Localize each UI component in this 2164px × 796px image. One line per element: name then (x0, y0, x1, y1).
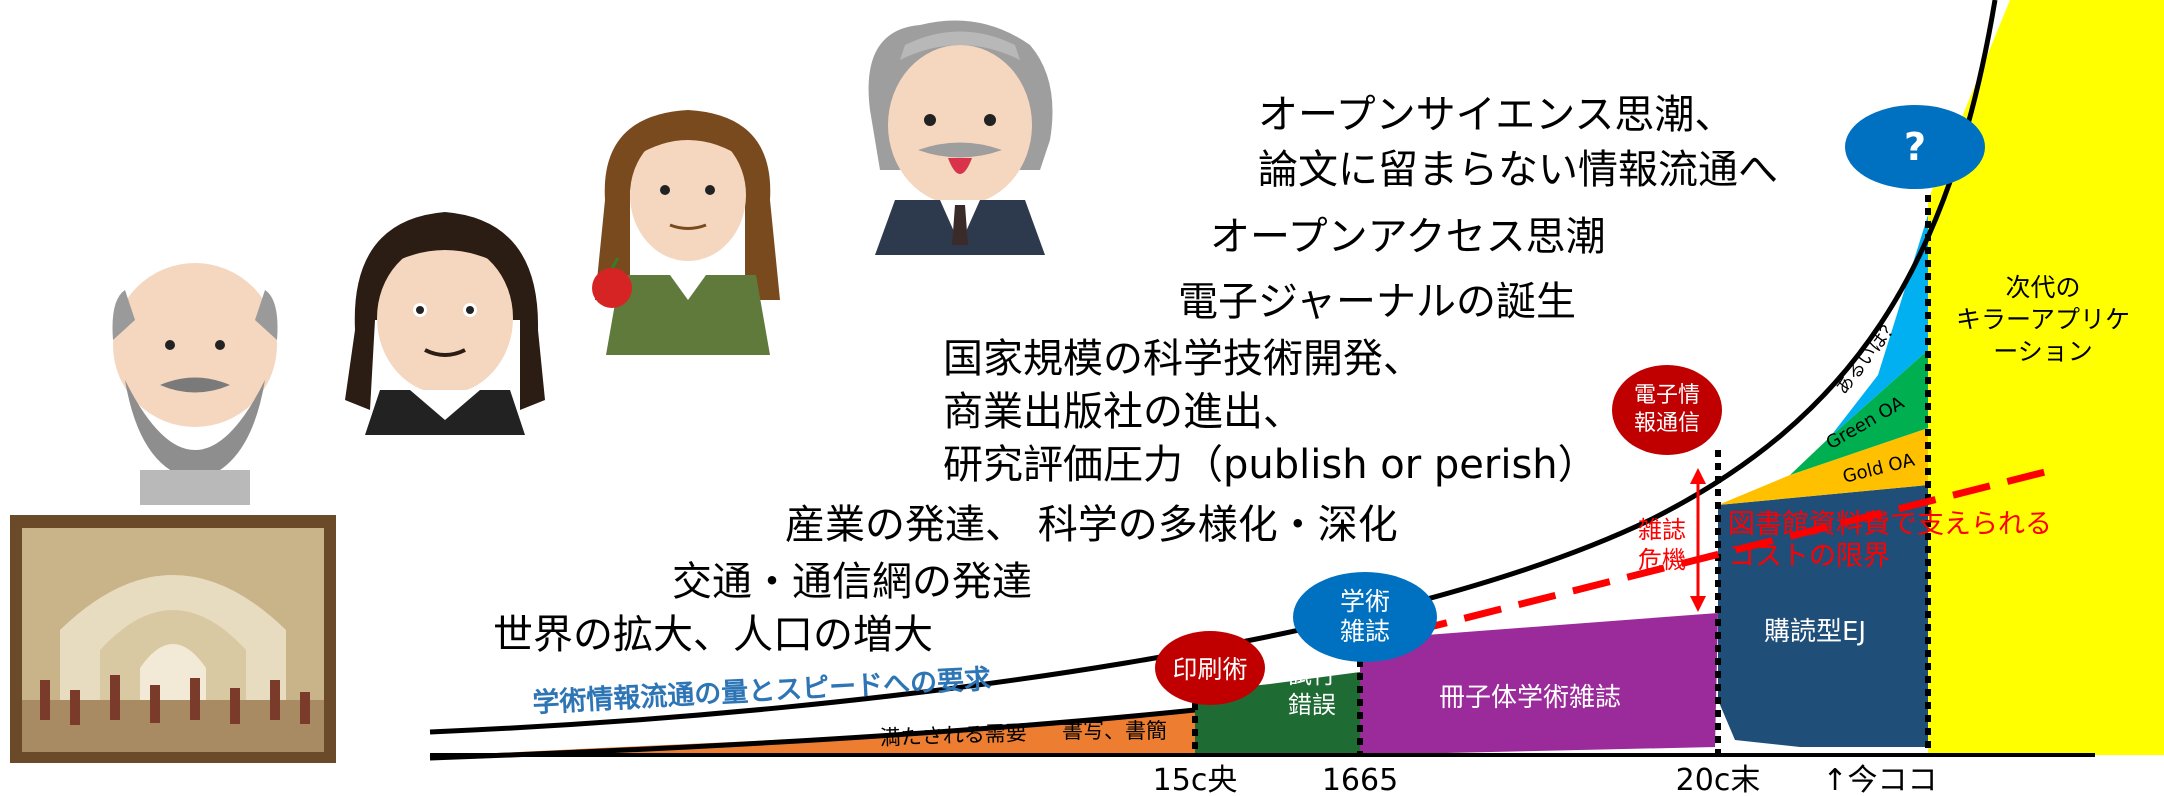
era-sasshi-label: 冊子体学術雑誌 (1439, 683, 1621, 713)
milestone-gakujutsu-label-1: 学術 (1340, 587, 1390, 616)
milestone-question-oval (1845, 105, 1985, 189)
milestone-gakujutsu-oval (1293, 572, 1437, 662)
axis-tick-20c: 20c末 (1676, 763, 1761, 796)
era-gold-area (1718, 428, 1928, 505)
era-kodoku-area (1718, 485, 1928, 747)
satisfied-demand-curve (429, 707, 1196, 761)
satisfied-demand-label: 満たされる需要 (879, 721, 1027, 750)
milestone-denshi-label-1: 電子情 (1634, 383, 1700, 408)
milestone-denshi-oval (1612, 365, 1722, 455)
era-green-area (1790, 350, 1928, 475)
milestone-denshi-label-2: 報通信 (1634, 411, 1700, 436)
era-kodoku-label: 購読型EJ (1764, 617, 1866, 647)
milestone-gakujutsu-label-2: 雑誌 (1340, 617, 1390, 646)
axis-tick-now: ↑今ココ (1822, 763, 1937, 796)
demand-label-industry: 産業の発達、 科学の多様化・深化 (785, 502, 1398, 548)
descartes-illustration (345, 212, 545, 435)
era-shosha-area (455, 710, 1195, 755)
era-killer-label-2: キラーアプリケ (1956, 305, 2130, 334)
demand-label-evaluation: 研究評価圧力（publish or perish） (943, 442, 1598, 488)
axis-tick-1665: 1665 (1322, 763, 1398, 796)
milestone-question-label: ? (1904, 125, 1926, 169)
crisis-arrow-head-top (1690, 468, 1706, 484)
limit-label-2: コストの限界 (1728, 541, 1890, 572)
demand-label-open-access: オープンアクセス思潮 (1210, 214, 1606, 260)
demand-label-national: 国家規模の科学技術開発、 (943, 336, 1423, 382)
era-killer-label-3: ーション (1993, 337, 2093, 366)
era-aruiwa-area (1830, 215, 1928, 437)
axis-tick-15c: 15c央 (1153, 763, 1238, 796)
demand-label-ejournal: 電子ジャーナルの誕生 (1178, 279, 1576, 325)
crisis-label-1: 雑誌 (1638, 516, 1686, 544)
demand-label-open-science-2: 論文に留まらない情報流通へ (1258, 147, 1778, 193)
era-sasshi-area (1360, 613, 1718, 755)
limit-label-1: 図書館資料費で支えられる (1728, 509, 2052, 540)
era-killer-label-1: 次代の (2005, 273, 2080, 302)
einstein-illustration (868, 20, 1053, 255)
crisis-arrow-head-bottom (1690, 596, 1706, 612)
crisis-label-2: 危機 (1638, 546, 1686, 574)
school-of-athens-painting (10, 515, 336, 763)
socrates-illustration (112, 263, 278, 505)
milestone-insatsu-label: 印刷術 (1172, 655, 1247, 684)
demand-label-transport: 交通・通信網の発達 (672, 559, 1032, 605)
milestone-insatsu-oval (1155, 631, 1265, 705)
demand-label-commercial: 商業出版社の進出、 (943, 389, 1303, 435)
demand-label-open-science-1: オープンサイエンス思潮、 (1258, 92, 1734, 138)
demand-curve (429, 0, 1998, 735)
era-shiko-label-2: 錯誤 (1288, 691, 1336, 719)
newton-illustration (592, 110, 780, 355)
era-killer-area (1928, 0, 2164, 755)
era-shiko-label-1: 試行 (1288, 661, 1336, 689)
era-shosha-label: 書写、書簡 (1062, 719, 1167, 743)
demand-label-world: 世界の拡大、人口の増大 (493, 612, 933, 658)
